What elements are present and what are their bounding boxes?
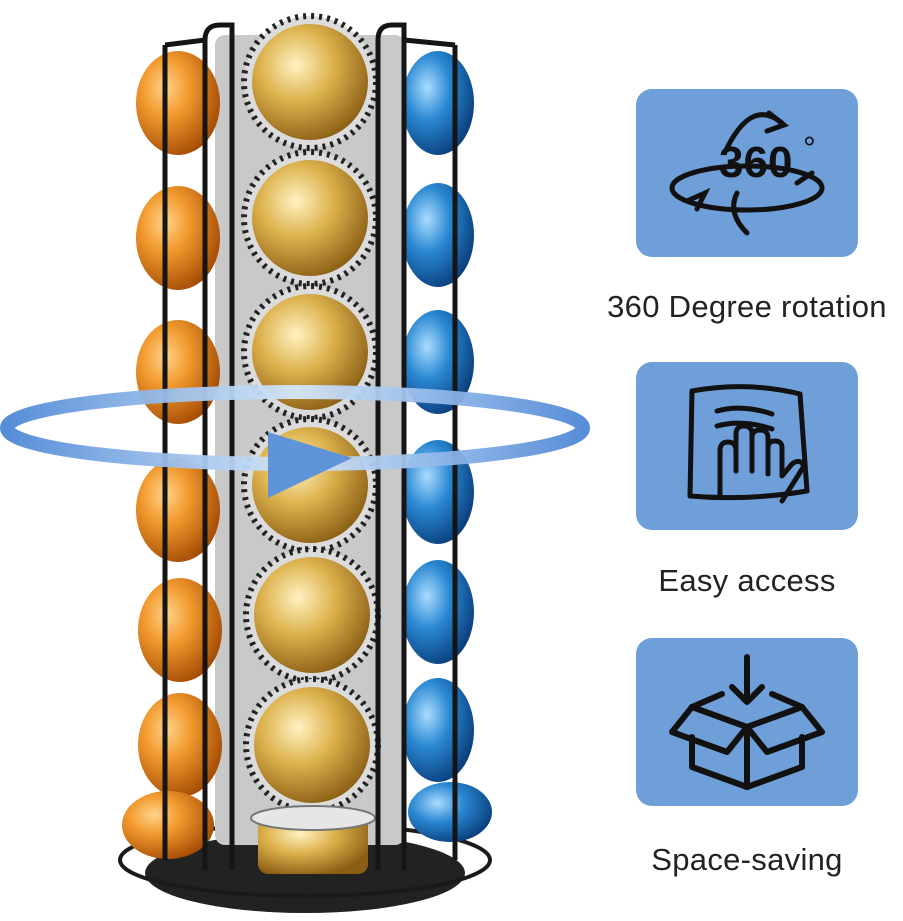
rotation-arrow-ring — [0, 385, 590, 498]
capsule — [136, 186, 220, 290]
capsule — [138, 693, 222, 797]
feature-card-easy-access — [636, 362, 858, 530]
capsule — [136, 51, 220, 155]
capsule — [136, 458, 220, 562]
capsule-tower-product-image — [0, 13, 590, 913]
capsule — [252, 160, 368, 276]
capsule — [122, 791, 214, 859]
orange-capsule-column — [122, 51, 222, 859]
rotation-360-icon: 360 ° — [669, 110, 825, 236]
feature-label-space-saving: Space-saving — [651, 842, 843, 877]
box-download-icon — [669, 654, 825, 790]
capsule — [254, 687, 370, 803]
feature-label-rotation: 360 Degree rotation — [607, 289, 887, 324]
hand-towel-icon — [687, 384, 810, 504]
capsule — [254, 557, 370, 673]
capsule — [402, 560, 474, 664]
wire-rack — [162, 22, 458, 870]
capsule — [402, 678, 474, 782]
capsule — [408, 782, 492, 842]
capsule — [138, 578, 222, 682]
degree-symbol: ° — [803, 130, 816, 166]
blue-capsule-column — [402, 51, 492, 842]
feature-label-easy-access: Easy access — [658, 563, 836, 598]
feature-card-rotation: 360 ° — [636, 89, 858, 257]
capsule — [402, 183, 474, 287]
capsule — [252, 24, 368, 140]
rotation-arrowhead — [268, 432, 352, 498]
feature-card-space-saving — [636, 638, 858, 806]
capsule — [252, 294, 368, 410]
capsule — [402, 51, 474, 155]
rotation-360-text: 360 — [719, 138, 792, 187]
